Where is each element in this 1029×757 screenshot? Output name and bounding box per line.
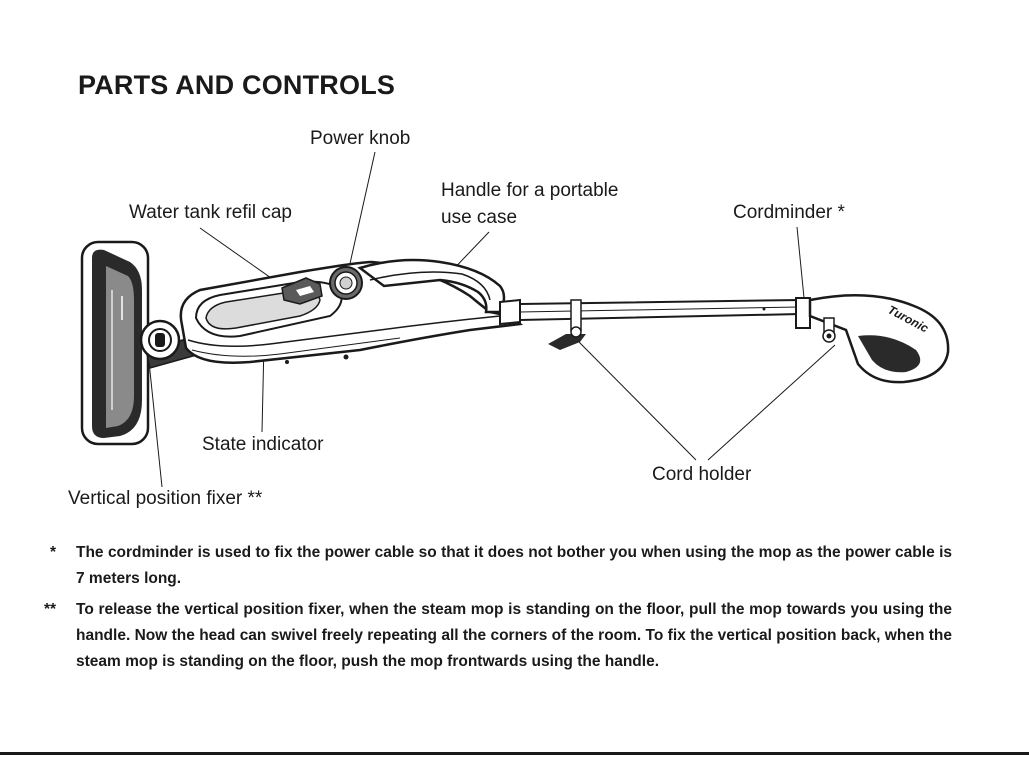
footnote-text: To release the vertical position fixer, … (76, 601, 952, 670)
label-state-indicator: State indicator (202, 434, 324, 455)
page-title: PARTS AND CONTROLS (78, 70, 396, 100)
mop-shaft (499, 298, 801, 326)
footnote-cordminder: * The cordminder is used to fix the powe… (44, 540, 952, 592)
cord-holder-lower (822, 317, 836, 343)
footnote-text: The cordminder is used to fix the power … (76, 544, 952, 587)
label-handle-line2: use case (441, 207, 518, 228)
bottom-rule (0, 752, 1029, 755)
cord-holder-upper (548, 299, 586, 350)
steam-mop-illustration: Turonic (80, 151, 950, 488)
mop-head (80, 240, 150, 446)
label-vertical-fixer: Vertical position fixer ** (68, 488, 263, 509)
label-cord-holder: Cord holder (652, 464, 752, 485)
leader-lines (147, 151, 836, 488)
footnotes: * The cordminder is used to fix the powe… (44, 540, 952, 680)
label-handle-line1: Handle for a portable (441, 180, 619, 201)
footnote-vertical-fixer: ** To release the vertical position fixe… (44, 597, 952, 675)
top-grip: Turonic (795, 293, 950, 384)
label-cordminder: Cordminder * (733, 202, 845, 223)
label-power-knob: Power knob (310, 128, 411, 149)
footnote-marker: ** (44, 601, 57, 618)
footnote-marker: * (50, 544, 57, 561)
power-knob (329, 266, 363, 300)
portable-handle (357, 258, 506, 314)
water-tank-cap (281, 277, 323, 305)
label-water-tank-cap: Water tank refil cap (129, 202, 292, 223)
